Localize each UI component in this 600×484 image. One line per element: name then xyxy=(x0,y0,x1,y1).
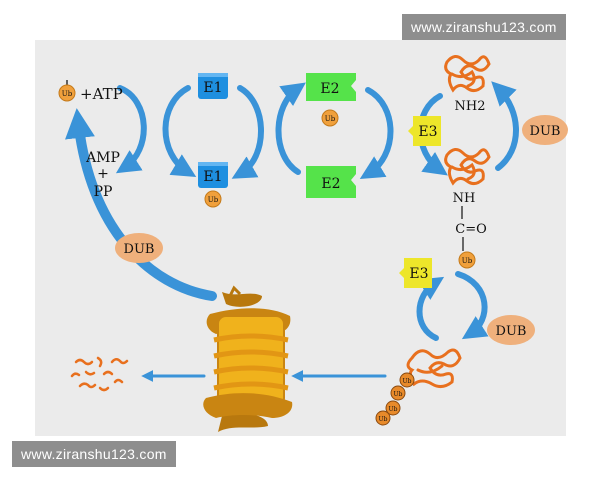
arrow-dub-reverse-top xyxy=(491,81,519,171)
ub-free: Ub xyxy=(58,80,76,102)
ub-label: Ub xyxy=(325,115,336,123)
arrow-e2-transfer xyxy=(359,87,394,179)
e1-enzyme-top: E1 xyxy=(198,73,228,99)
plus-label: + xyxy=(97,166,109,182)
ub-label: Ub xyxy=(389,406,398,413)
arrow-chain-elongation xyxy=(455,271,489,340)
dub-bottom-right: DUB xyxy=(487,315,535,345)
ub-label: Ub xyxy=(62,90,73,98)
dub-top-right: DUB xyxy=(522,115,568,145)
dub-label: DUB xyxy=(496,324,527,339)
ub-chain: Ub Ub Ub Ub xyxy=(375,372,415,426)
substrate-protein-free xyxy=(444,55,491,93)
e3-label: E3 xyxy=(409,266,428,282)
ub-tag xyxy=(458,251,476,269)
arrow-e1-activation xyxy=(162,85,197,177)
atp-label: +ATP xyxy=(80,85,123,103)
arrow-e1-release xyxy=(231,85,264,179)
dub-label: DUB xyxy=(124,242,155,257)
substrate-protein-bound xyxy=(444,148,491,186)
e1-label: E1 xyxy=(203,80,222,96)
ub-tag xyxy=(204,190,222,208)
dub-left: DUB xyxy=(115,233,163,263)
watermark-bottom: www.ziranshu123.com xyxy=(12,441,176,467)
e1-enzyme-loaded: E1 Ub xyxy=(198,162,228,208)
e3-ligase-bottom: E3 xyxy=(399,258,432,288)
ub-label: Ub xyxy=(462,257,473,265)
e3-label: E3 xyxy=(418,124,437,140)
e2-enzyme-loaded: E2 Ub xyxy=(306,73,356,127)
pp-label: PP xyxy=(94,184,113,200)
ub-label: Ub xyxy=(403,378,412,385)
peptide-fragments xyxy=(70,356,129,392)
e2-label: E2 xyxy=(321,176,340,192)
e2-label: E2 xyxy=(320,81,339,97)
arrow-e2-loading xyxy=(275,82,306,175)
ub-tag xyxy=(321,109,339,127)
e2-enzyme-free: E2 xyxy=(306,166,356,198)
proteasome xyxy=(203,285,293,432)
dub-label: DUB xyxy=(530,124,561,139)
co-label: C=O xyxy=(455,222,487,237)
ub-label: Ub xyxy=(379,416,388,423)
watermark-top: www.ziranshu123.com xyxy=(402,14,566,40)
ub-label: Ub xyxy=(208,196,219,204)
e1-label: E1 xyxy=(203,169,222,185)
amp-label: AMP xyxy=(85,150,120,166)
nh-label: NH xyxy=(453,191,476,206)
arrow-atp-to-amp xyxy=(115,85,147,174)
ub-label: Ub xyxy=(394,391,403,398)
nh2-label: NH2 xyxy=(455,99,486,114)
e3-ligase-top: E3 xyxy=(408,116,441,146)
